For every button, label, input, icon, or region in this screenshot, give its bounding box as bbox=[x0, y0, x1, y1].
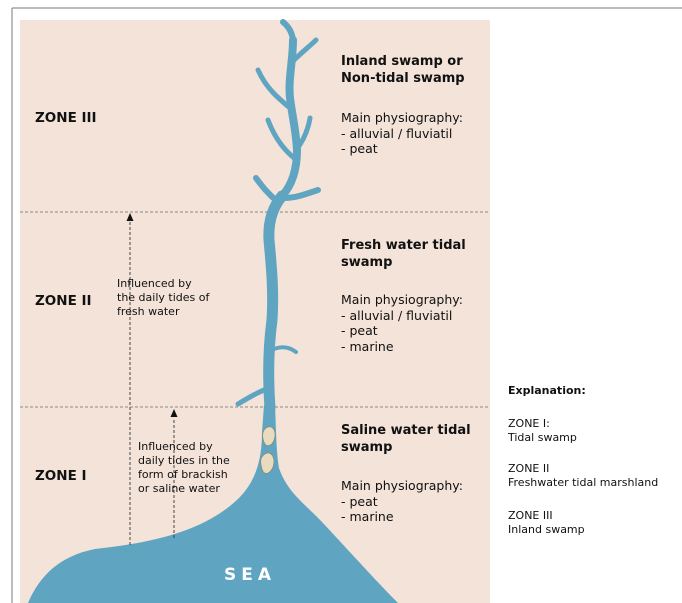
zone-ii-physiography: Main physiography: - alluvial / fluviati… bbox=[341, 292, 463, 354]
zone-ii-label: ZONE II bbox=[35, 293, 92, 309]
zone-ii-title: Fresh water tidal swamp bbox=[341, 237, 466, 271]
zone-i-physiography: Main physiography: - peat - marine bbox=[341, 478, 463, 525]
zone-i-title: Saline water tidal swamp bbox=[341, 422, 471, 456]
saline-influence-note: Influenced by daily tides in the form of… bbox=[138, 440, 230, 496]
sea-label: SEA bbox=[224, 565, 276, 585]
fresh-influence-note: Influenced by the daily tides of fresh w… bbox=[117, 277, 209, 319]
explanation-zone-iii: ZONE III Inland swamp bbox=[508, 509, 585, 537]
zone-iii-physiography: Main physiography: - alluvial / fluviati… bbox=[341, 110, 463, 157]
explanation-zone-i: ZONE I: Tidal swamp bbox=[508, 417, 577, 445]
zone-iii-title: Inland swamp or Non-tidal swamp bbox=[341, 53, 465, 87]
explanation-zone-ii: ZONE II Freshwater tidal marshland bbox=[508, 462, 658, 490]
zone-i-label: ZONE I bbox=[35, 468, 87, 484]
zone-iii-label: ZONE III bbox=[35, 110, 97, 126]
explanation-title: Explanation: bbox=[508, 384, 586, 397]
